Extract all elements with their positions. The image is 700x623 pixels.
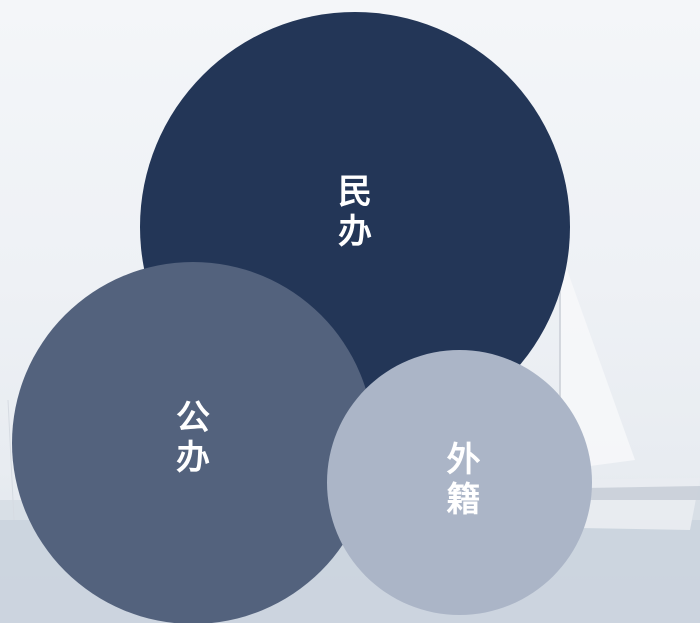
circle-gongban: 公办 — [12, 262, 374, 623]
label-waiji: 外籍 — [446, 439, 481, 520]
circle-waiji: 外籍 — [327, 350, 592, 615]
label-gongban: 公办 — [176, 398, 210, 478]
label-minban: 民办 — [338, 172, 372, 252]
